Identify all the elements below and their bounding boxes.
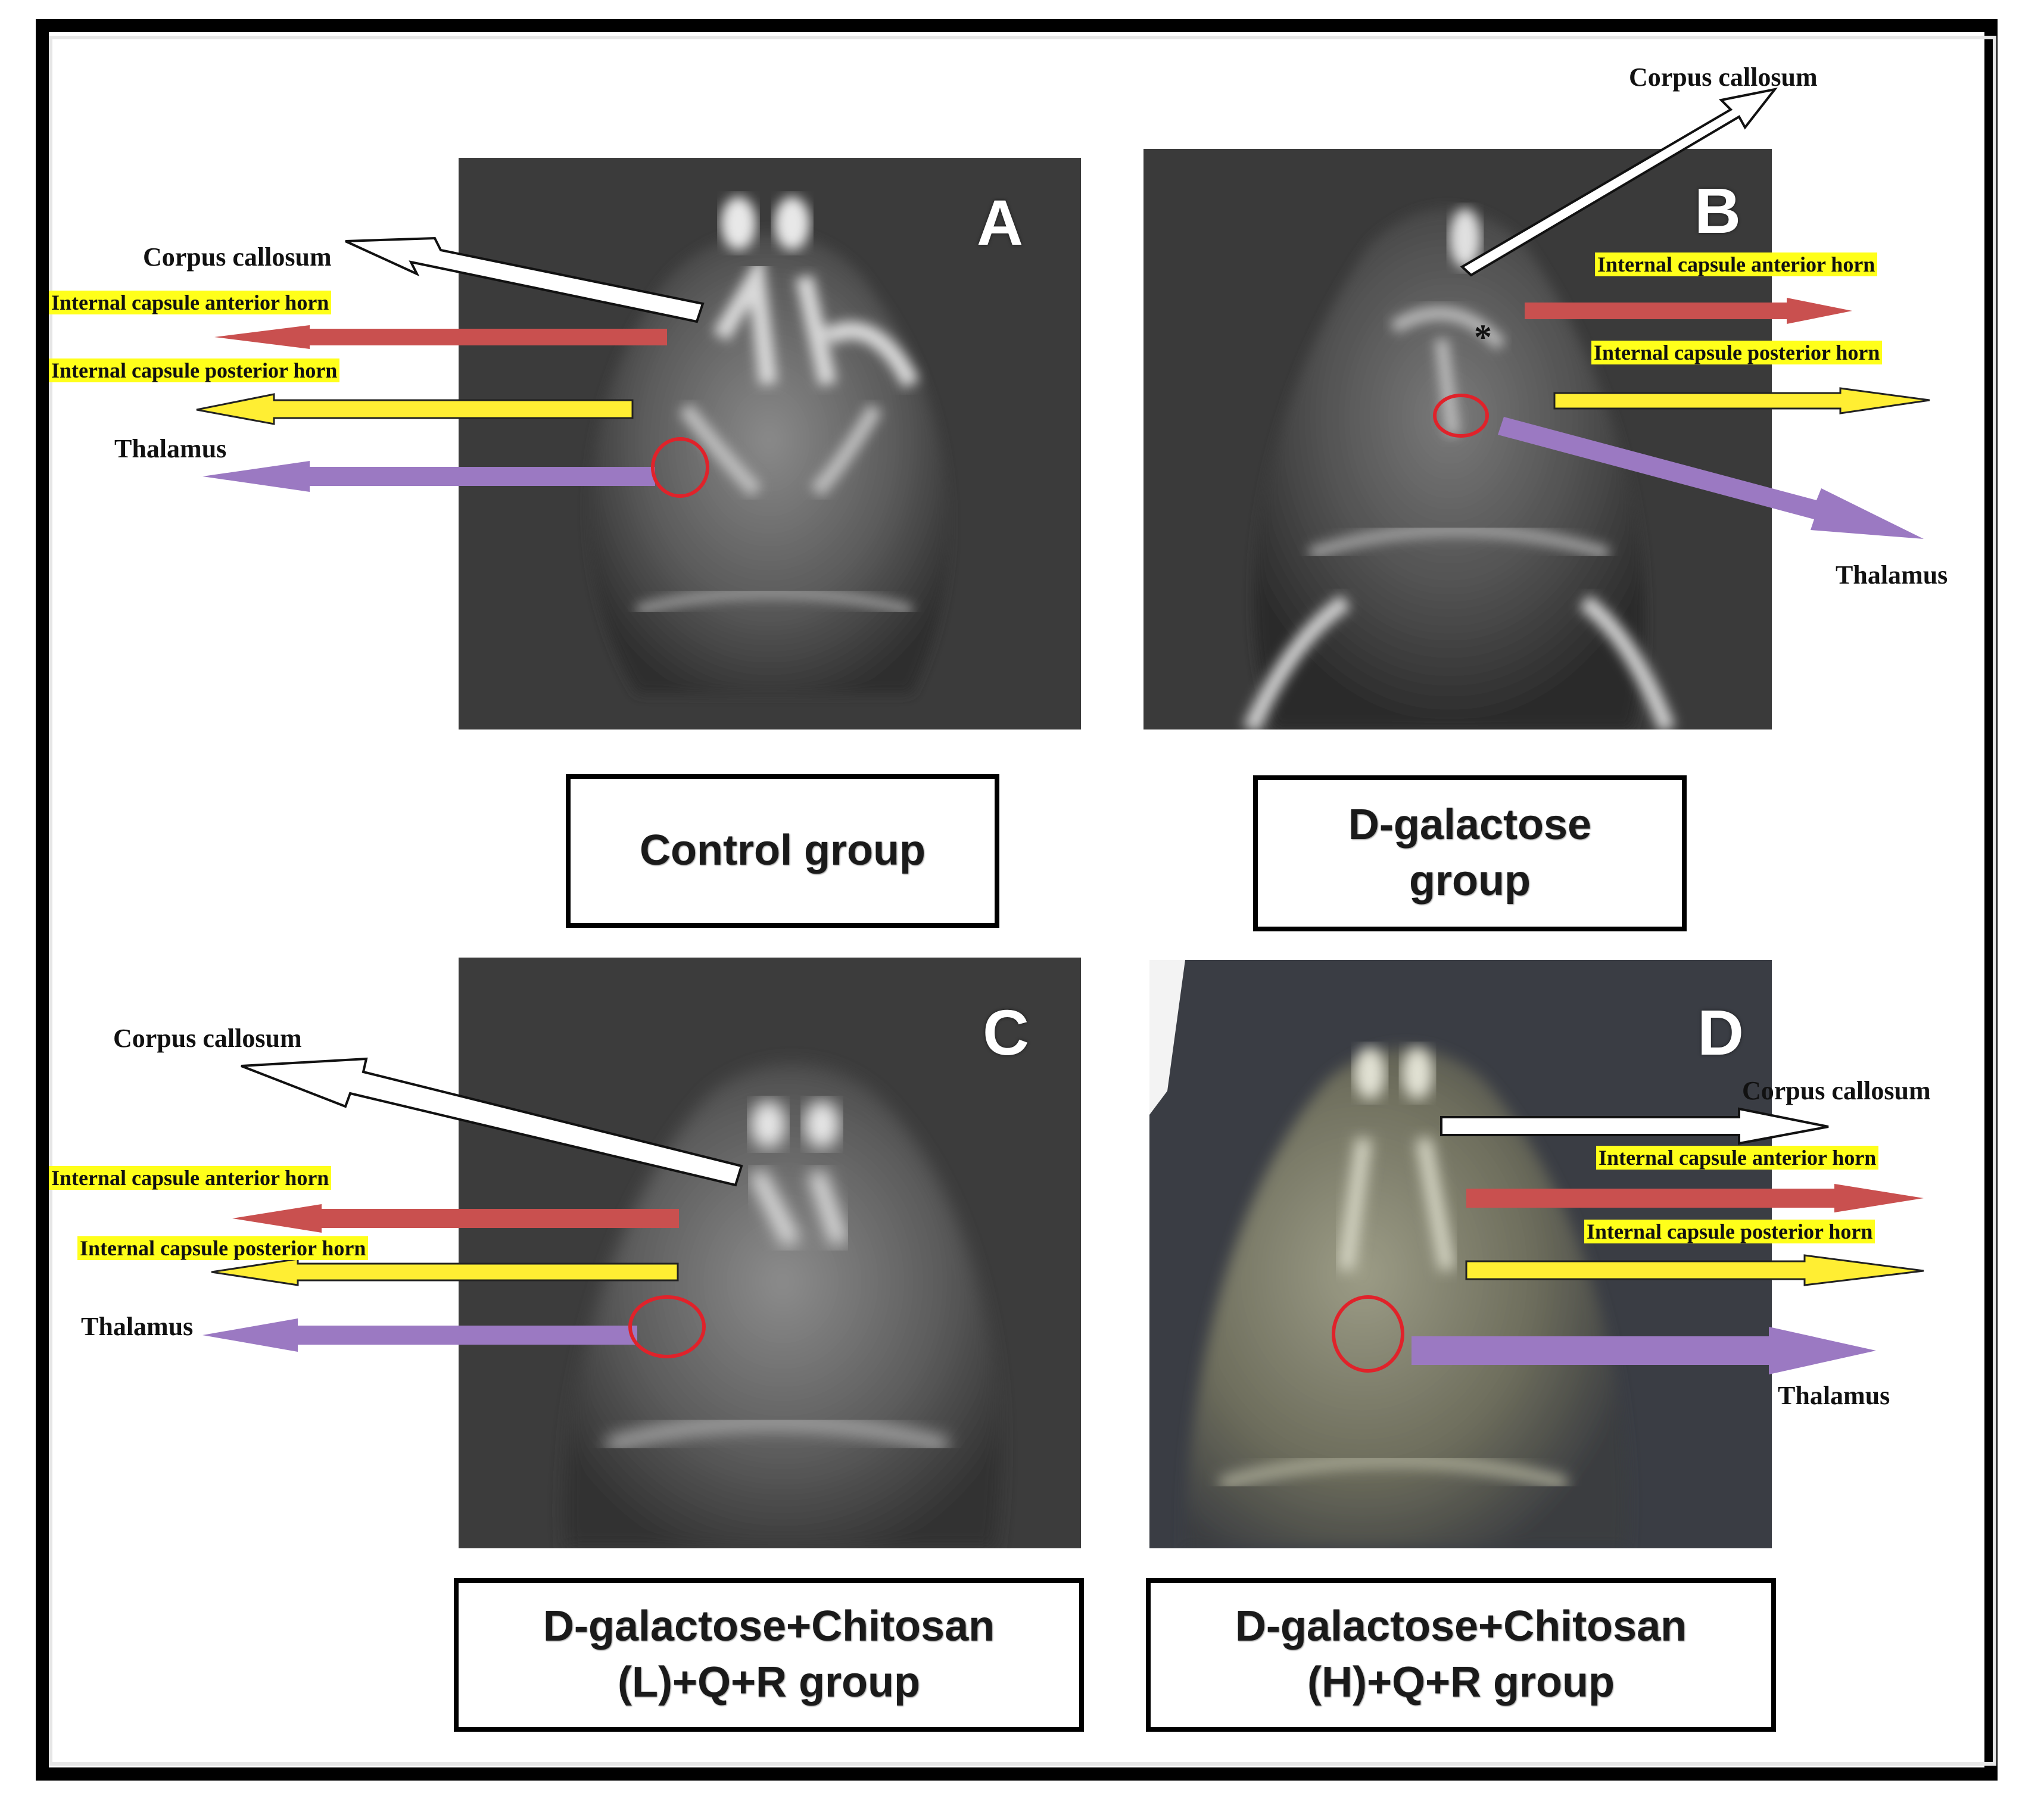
- label-corpus-callosum-d: Corpus callosum: [1742, 1076, 1931, 1105]
- panel-b-image: [1143, 149, 1772, 729]
- caption-d-galactose-group: D-galactose group: [1253, 775, 1687, 931]
- panel-d-letter: D: [1697, 996, 1744, 1068]
- label-posterior-horn-b: Internal capsule posterior horn: [1591, 341, 1883, 364]
- panel-d-image: [1149, 960, 1772, 1548]
- label-thalamus-a: Thalamus: [114, 434, 227, 463]
- label-thalamus-b: Thalamus: [1836, 560, 1948, 590]
- panel-c-letter: C: [983, 996, 1029, 1068]
- caption-chitosan-h-group: D-galactose+Chitosan (H)+Q+R group: [1146, 1578, 1776, 1732]
- panel-a-letter: A: [977, 186, 1023, 258]
- label-thalamus-d: Thalamus: [1778, 1381, 1890, 1410]
- label-corpus-callosum-a: Corpus callosum: [143, 242, 332, 272]
- label-posterior-horn-c: Internal capsule posterior horn: [77, 1236, 369, 1260]
- panel-b-letter: B: [1694, 174, 1741, 247]
- label-posterior-horn-a: Internal capsule posterior horn: [49, 358, 340, 382]
- caption-chitosan-l-group: D-galactose+Chitosan (L)+Q+R group: [454, 1578, 1084, 1732]
- label-corpus-callosum-c: Corpus callosum: [113, 1024, 302, 1053]
- label-posterior-horn-d: Internal capsule posterior horn: [1584, 1220, 1875, 1243]
- label-anterior-horn-b: Internal capsule anterior horn: [1595, 252, 1878, 276]
- label-thalamus-c: Thalamus: [81, 1312, 194, 1341]
- label-corpus-callosum-b: Corpus callosum: [1629, 63, 1818, 92]
- label-anterior-horn-c: Internal capsule anterior horn: [49, 1166, 332, 1190]
- label-anterior-horn-d: Internal capsule anterior horn: [1596, 1146, 1879, 1170]
- inner-border: [49, 36, 1996, 1766]
- asterisk-marker: *: [1474, 317, 1492, 357]
- label-anterior-horn-a: Internal capsule anterior horn: [49, 291, 332, 314]
- caption-control-group: Control group: [566, 774, 999, 928]
